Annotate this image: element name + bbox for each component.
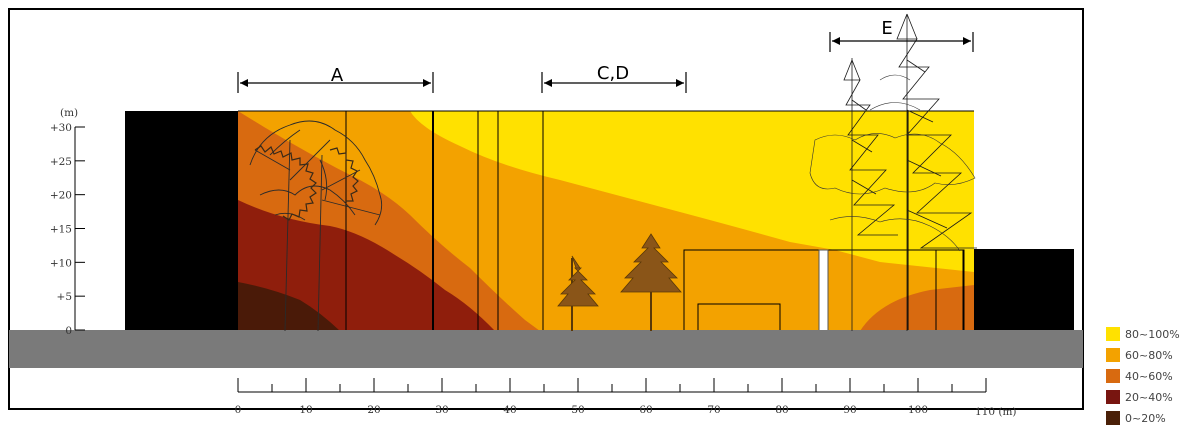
building-left — [125, 111, 238, 331]
x-tick-label: 60 — [639, 404, 652, 416]
legend-swatch — [1106, 411, 1120, 425]
legend-swatch — [1106, 369, 1120, 383]
trees-section-e — [809, 13, 977, 331]
building-right — [974, 249, 1074, 331]
x-tick-label: 30 — [435, 404, 448, 416]
sky-view-bands — [238, 111, 974, 331]
legend-label: 20~40% — [1125, 391, 1173, 404]
legend: 80~100% 60~80% 40~60% 20~40% 0~20% — [1106, 327, 1180, 425]
x-axis-end-label: 110 (m) — [975, 406, 1017, 418]
legend-swatch — [1106, 327, 1120, 341]
legend-label: 80~100% — [1125, 328, 1180, 341]
x-tick-label: 40 — [503, 404, 516, 416]
band-20-40 — [238, 200, 495, 331]
y-tick-label: +25 — [50, 156, 72, 168]
band-0-20 — [238, 282, 340, 331]
pole — [818, 249, 829, 332]
x-tick-label: 0 — [235, 404, 242, 416]
dimension-cd: C,D — [541, 63, 687, 93]
trees-section-a — [249, 120, 383, 332]
x-axis: 0 10 20 30 40 50 60 70 80 90 100 110 (m) — [235, 378, 1017, 418]
legend-label: 40~60% — [1125, 370, 1173, 383]
x-tick-label: 100 — [908, 404, 928, 416]
x-tick-label: 90 — [843, 404, 856, 416]
building-lines — [345, 111, 964, 331]
y-axis: (m) +30 +25 +20 +15 +10 +5 0 — [50, 107, 85, 337]
x-tick-label: 50 — [571, 404, 584, 416]
section-label-e: E — [881, 18, 892, 39]
diagram-frame — [8, 8, 1084, 410]
y-axis-unit: (m) — [60, 107, 78, 119]
x-tick-label: 70 — [707, 404, 720, 416]
legend-swatch — [1106, 348, 1120, 362]
y-tick-label: +30 — [50, 122, 72, 134]
y-tick-label: +20 — [50, 190, 72, 202]
y-tick-label: +5 — [57, 291, 72, 303]
y-tick-label: +15 — [50, 224, 72, 236]
trees-section-cd — [557, 233, 682, 331]
section-label-a: A — [331, 65, 344, 86]
legend-label: 0~20% — [1125, 412, 1166, 425]
legend-swatch — [1106, 390, 1120, 404]
dimension-a: A — [237, 65, 434, 93]
y-tick-label: 0 — [65, 325, 72, 337]
x-tick-label: 10 — [299, 404, 312, 416]
ground-strip — [9, 330, 1083, 368]
x-tick-label: 80 — [775, 404, 788, 416]
band-40-60-right — [860, 285, 974, 331]
y-tick-label: +10 — [50, 257, 72, 269]
legend-label: 60~80% — [1125, 349, 1173, 362]
dimension-e: E — [829, 16, 974, 52]
x-tick-label: 20 — [367, 404, 380, 416]
section-label-cd: C,D — [597, 63, 629, 84]
